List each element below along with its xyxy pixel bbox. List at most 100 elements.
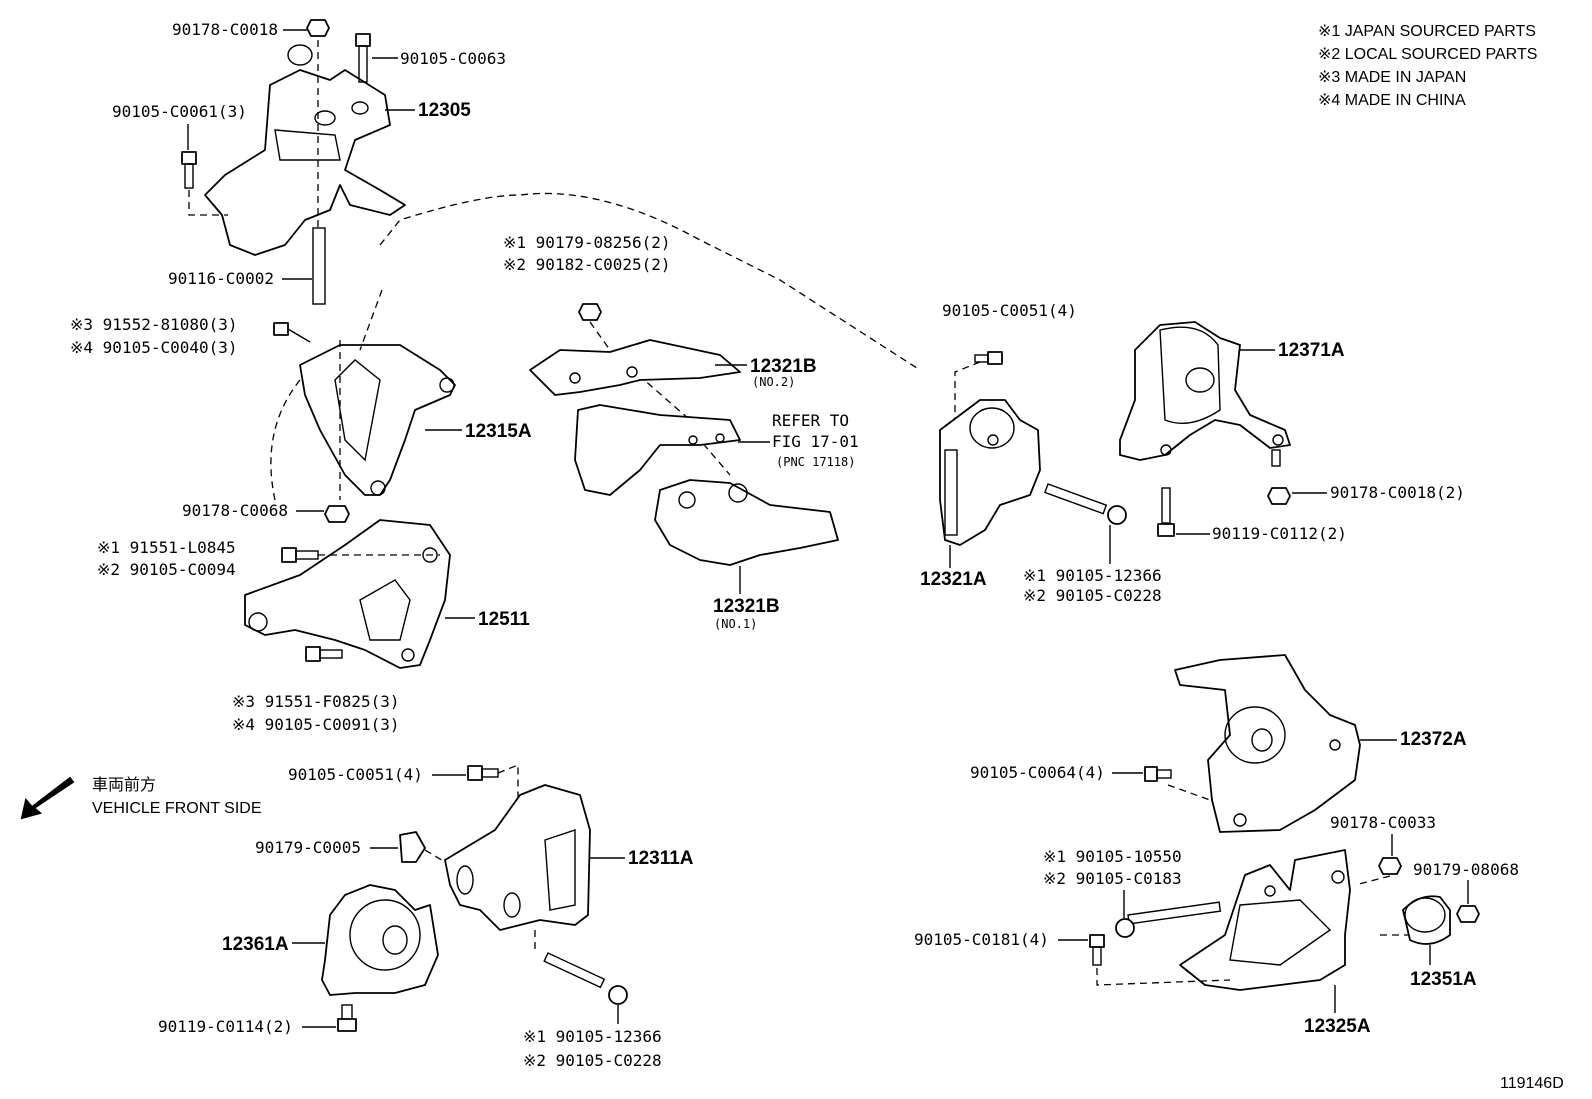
label-90105-C0183: ※2 90105-C0183 bbox=[1043, 869, 1182, 888]
note-3: ※3 MADE IN JAPAN bbox=[1318, 69, 1466, 86]
bracket-12315A[interactable] bbox=[299, 344, 456, 496]
label-12351A: 12351A bbox=[1410, 969, 1477, 990]
refer-line-1: REFER TO bbox=[772, 411, 849, 430]
nut-icon bbox=[1456, 905, 1480, 923]
front-direction-arrow-icon bbox=[20, 776, 75, 820]
nut-icon bbox=[1267, 487, 1291, 505]
label-90105-C0051-top: 90105-C0051(4) bbox=[942, 301, 1077, 320]
label-90105-C0064: 90105-C0064(4) bbox=[970, 763, 1105, 782]
label-90178-C0018: 90178-C0018 bbox=[172, 20, 278, 39]
bolt-icon bbox=[1144, 766, 1172, 782]
stud-icon bbox=[312, 227, 326, 305]
figure-id: 119146D bbox=[1500, 1075, 1564, 1092]
label-90105-C0063: 90105-C0063 bbox=[400, 49, 506, 68]
bolt-icon bbox=[355, 33, 371, 83]
bolt-icon bbox=[543, 952, 628, 1005]
label-90105-C0091: ※4 90105-C0091(3) bbox=[232, 715, 400, 734]
leader bbox=[1167, 784, 1211, 801]
label-90105-C0061: 90105-C0061(3) bbox=[112, 102, 247, 121]
bolt-icon bbox=[1089, 934, 1105, 966]
bracket-12311A[interactable] bbox=[444, 784, 591, 931]
nut-icon bbox=[1378, 857, 1402, 875]
note-2: ※2 LOCAL SOURCED PARTS bbox=[1318, 46, 1537, 63]
bolt-icon bbox=[305, 646, 343, 662]
bracket-12321A[interactable] bbox=[939, 399, 1041, 546]
label-12321B-no2-sub: (NO.2) bbox=[752, 375, 795, 389]
leader bbox=[1354, 875, 1391, 886]
refer-line-3: (PNC 17118) bbox=[776, 455, 855, 469]
leader bbox=[1096, 968, 1231, 986]
label-90119-C0112: 90119-C0112(2) bbox=[1212, 524, 1347, 543]
bracket-12321B[interactable] bbox=[574, 404, 741, 496]
label-90105-C0094: ※2 90105-C0094 bbox=[97, 560, 236, 579]
bolt-icon bbox=[273, 322, 311, 343]
label-90119-C0114: 90119-C0114(2) bbox=[158, 1017, 293, 1036]
label-90178-C0068: 90178-C0068 bbox=[182, 501, 288, 520]
label-12321B-no1: 12321B bbox=[713, 596, 780, 617]
leader bbox=[188, 190, 228, 216]
connector-line bbox=[379, 192, 921, 371]
bolt-icon bbox=[1044, 483, 1127, 525]
label-90105-C0181: 90105-C0181(4) bbox=[914, 930, 1049, 949]
front-label-en: VEHICLE FRONT SIDE bbox=[92, 800, 262, 817]
label-90105-C0228-r: ※2 90105-C0228 bbox=[1023, 586, 1162, 605]
front-label-jp: 車両前方 bbox=[92, 776, 156, 794]
bolt-icon bbox=[1115, 901, 1222, 938]
label-12511: 12511 bbox=[478, 609, 530, 630]
label-91551-F0825: ※3 91551-F0825(3) bbox=[232, 692, 400, 711]
note-4: ※4 MADE IN CHINA bbox=[1318, 92, 1466, 109]
label-90116-C0002: 90116-C0002 bbox=[168, 269, 274, 288]
label-12371A: 12371A bbox=[1278, 340, 1345, 361]
label-12315A: 12315A bbox=[465, 421, 532, 442]
mount-12371A[interactable] bbox=[1119, 321, 1291, 461]
bracket-12511[interactable] bbox=[244, 519, 451, 669]
label-12321B-no2: 12321B bbox=[750, 356, 817, 377]
label-90105-10550: ※1 90105-10550 bbox=[1043, 847, 1182, 866]
label-90179-08256: ※1 90179-08256(2) bbox=[503, 233, 671, 252]
label-90105-C0051-bot: 90105-C0051(4) bbox=[288, 765, 423, 784]
leader bbox=[954, 361, 981, 420]
insulator-12321B-no1[interactable] bbox=[654, 479, 839, 566]
bushing-12351A[interactable] bbox=[1402, 895, 1451, 945]
note-1: ※1 JAPAN SOURCED PARTS bbox=[1318, 23, 1536, 40]
label-90105-12366-r: ※1 90105-12366 bbox=[1023, 566, 1162, 585]
nut-icon bbox=[306, 19, 330, 37]
label-90105-C0228-b: ※2 90105-C0228 bbox=[523, 1051, 662, 1070]
label-90179-C0005: 90179-C0005 bbox=[255, 838, 361, 857]
label-90105-12366-b: ※1 90105-12366 bbox=[523, 1027, 662, 1046]
nut-icon bbox=[578, 303, 602, 321]
bracket-12325A[interactable] bbox=[1179, 849, 1351, 991]
label-90179-08068: 90179-08068 bbox=[1413, 860, 1519, 879]
engine-mount-12305[interactable] bbox=[204, 44, 406, 256]
bolt-icon bbox=[467, 765, 499, 781]
label-90182-C0025: ※2 90182-C0025(2) bbox=[503, 255, 671, 274]
bolt-icon bbox=[281, 547, 319, 563]
refer-line-2: FIG 17-01 bbox=[772, 432, 859, 451]
label-90178-C0033: 90178-C0033 bbox=[1330, 813, 1436, 832]
mount-12372A[interactable] bbox=[1174, 654, 1361, 833]
sourcing-notes: ※1 JAPAN SOURCED PARTS ※2 LOCAL SOURCED … bbox=[1318, 23, 1537, 109]
label-12311A: 12311A bbox=[628, 848, 694, 869]
leader bbox=[270, 379, 301, 501]
label-91552-81080: ※3 91552-81080(3) bbox=[70, 315, 238, 334]
nut-icon bbox=[324, 505, 350, 523]
label-12325A: 12325A bbox=[1304, 1016, 1371, 1037]
nut-icon bbox=[399, 831, 426, 863]
label-90178-C0018-2: 90178-C0018(2) bbox=[1330, 483, 1465, 502]
mount-12361A[interactable] bbox=[321, 884, 439, 996]
bolt-icon bbox=[337, 1004, 357, 1032]
label-91551-L0845: ※1 91551-L0845 bbox=[97, 538, 236, 557]
leader bbox=[359, 289, 383, 351]
bolt-icon bbox=[1271, 449, 1281, 467]
bolt-icon bbox=[1157, 487, 1175, 537]
label-90105-C0040: ※4 90105-C0040(3) bbox=[70, 338, 238, 357]
label-12305: 12305 bbox=[418, 100, 471, 121]
insulator-12321B-no2[interactable] bbox=[529, 339, 741, 396]
label-12321A: 12321A bbox=[920, 569, 987, 590]
label-12372A: 12372A bbox=[1400, 729, 1467, 750]
bolt-icon bbox=[974, 351, 1003, 365]
bolt-icon bbox=[181, 151, 197, 189]
label-12321B-no1-sub: (NO.1) bbox=[714, 617, 757, 631]
